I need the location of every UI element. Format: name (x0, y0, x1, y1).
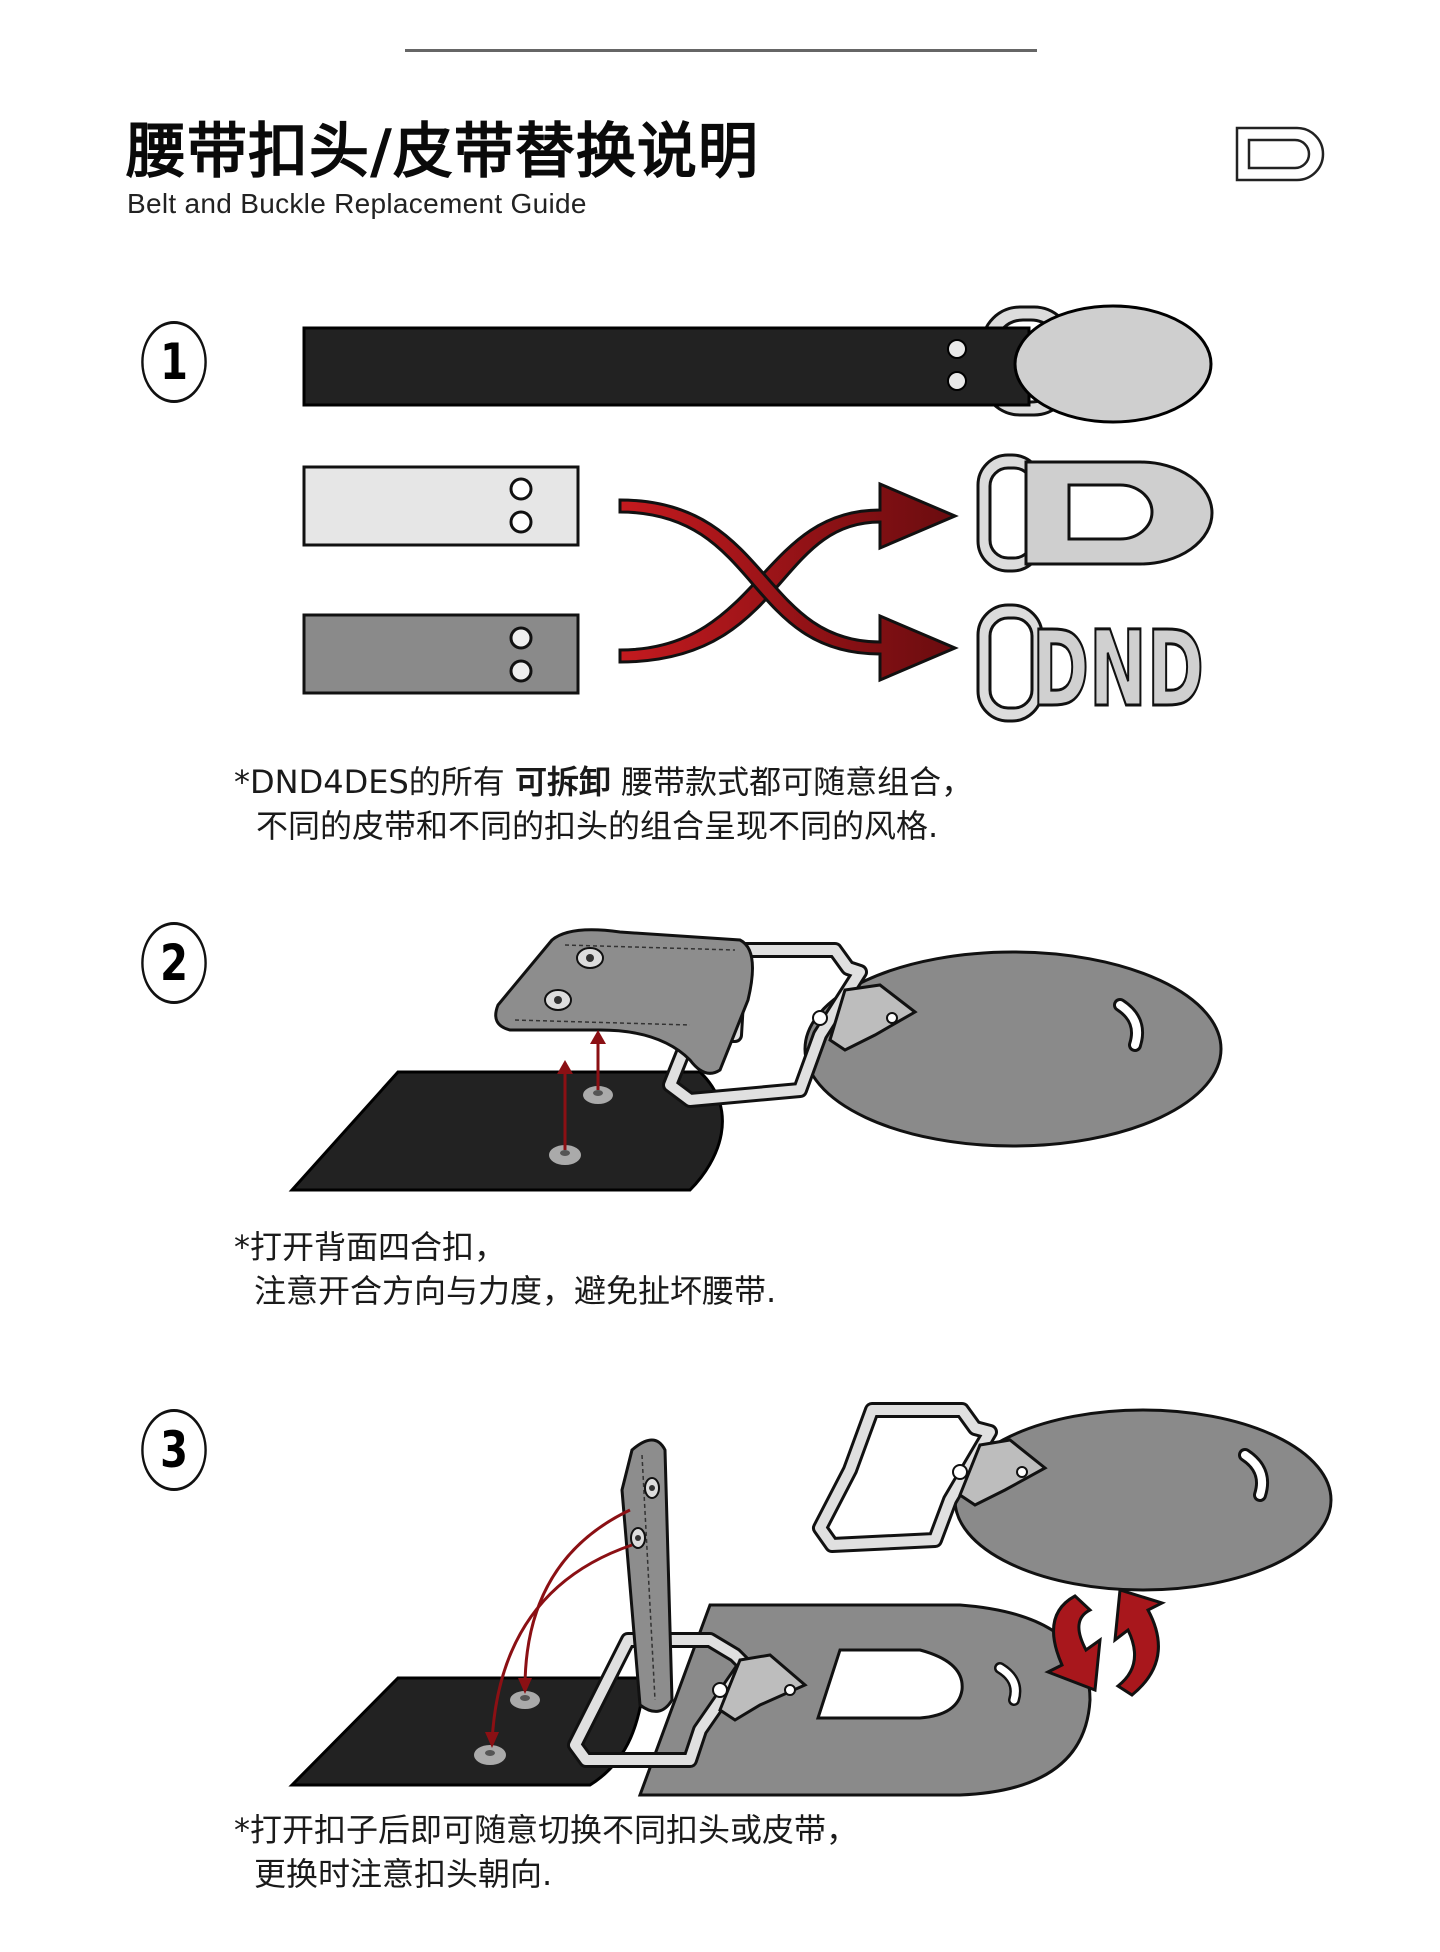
swap-arrows (618, 481, 959, 683)
step-3-caption-line-2: 更换时注意扣头朝向. (254, 1855, 553, 1893)
step-3-badge: 3 (141, 1409, 207, 1491)
step-2-badge: 2 (141, 922, 207, 1004)
step-1-caption: *DND4DES的所有 可拆卸 腰带款式都可随意组合， 不同的皮带和不同的扣头的… (234, 760, 973, 848)
d-buckle (976, 453, 1214, 573)
dnd-logo-text: DND (1032, 608, 1204, 730)
step-3-caption-line-1: *打开扣子后即可随意切换不同扣头或皮带， (234, 1811, 859, 1849)
step-1-caption-line-1: *DND4DES的所有 可拆卸 腰带款式都可随意组合， (234, 763, 974, 801)
step-1-badge: 1 (141, 321, 207, 403)
step-1-illustration: DND (302, 304, 1214, 732)
step-1-caption-line-2: 不同的皮带和不同的扣头的组合呈现不同的风格. (256, 807, 939, 845)
d-logo-icon (1235, 126, 1325, 182)
page-subtitle: Belt and Buckle Replacement Guide (127, 188, 587, 219)
step-3-caption: *打开扣子后即可随意切换不同扣头或皮带， 更换时注意扣头朝向. (234, 1808, 858, 1896)
light-strap (302, 465, 580, 547)
step-2-caption-line-1: *打开背面四合扣， (234, 1228, 507, 1266)
grey-strap (302, 613, 580, 695)
page-title: 腰带扣头/皮带替换说明 (126, 117, 759, 187)
top-divider (405, 49, 1037, 52)
dnd-buckle: DND (976, 603, 1206, 732)
step-2-caption-line-2: 注意开合方向与力度，避免扯坏腰带. (254, 1272, 777, 1310)
removable-emphasis: 可拆卸 (514, 763, 611, 801)
assembled-belt (302, 304, 1213, 424)
step-2-caption: *打开背面四合扣， 注意开合方向与力度，避免扯坏腰带. (234, 1225, 776, 1313)
